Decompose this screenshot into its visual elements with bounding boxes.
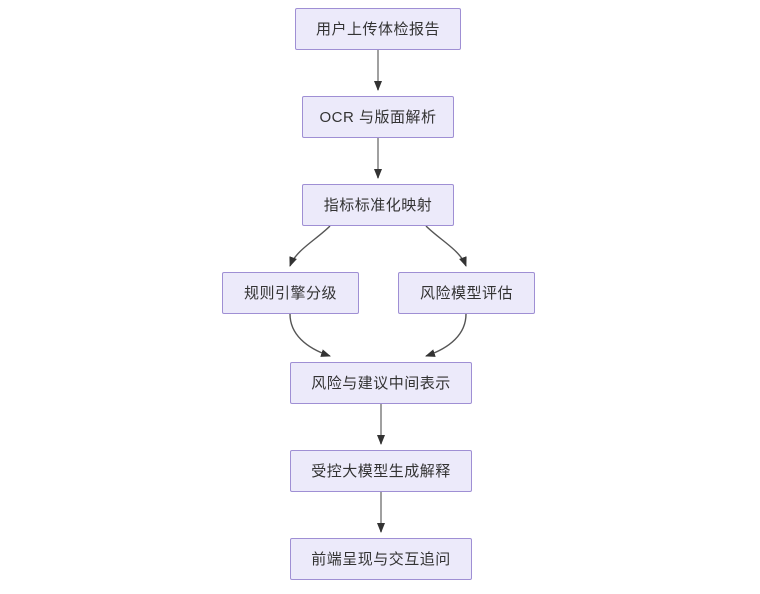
node-intermediate-label: 风险与建议中间表示 [311, 374, 451, 392]
node-llm-label: 受控大模型生成解释 [311, 462, 451, 480]
node-normalize[interactable]: 指标标准化映射 [302, 184, 454, 226]
node-frontend-label: 前端呈现与交互追问 [311, 550, 451, 568]
node-riskmodel[interactable]: 风险模型评估 [398, 272, 535, 314]
node-intermediate[interactable]: 风险与建议中间表示 [290, 362, 472, 404]
node-rules-label: 规则引擎分级 [243, 284, 337, 302]
node-upload-label: 用户上传体检报告 [315, 20, 440, 38]
edge-riskmodel-to-intermediate [425, 313, 467, 357]
node-frontend[interactable]: 前端呈现与交互追问 [290, 538, 472, 580]
node-llm[interactable]: 受控大模型生成解释 [290, 450, 472, 492]
node-ocr[interactable]: OCR 与版面解析 [302, 96, 454, 138]
edge-normalize-to-riskmodel [425, 225, 467, 267]
node-ocr-label: OCR 与版面解析 [319, 108, 437, 126]
edge-rules-to-intermediate [289, 313, 331, 357]
node-normalize-label: 指标标准化映射 [323, 196, 433, 214]
node-rules[interactable]: 规则引擎分级 [222, 272, 359, 314]
edge-normalize-to-rules [289, 225, 331, 267]
node-riskmodel-label: 风险模型评估 [419, 284, 513, 302]
node-upload[interactable]: 用户上传体检报告 [295, 8, 461, 50]
